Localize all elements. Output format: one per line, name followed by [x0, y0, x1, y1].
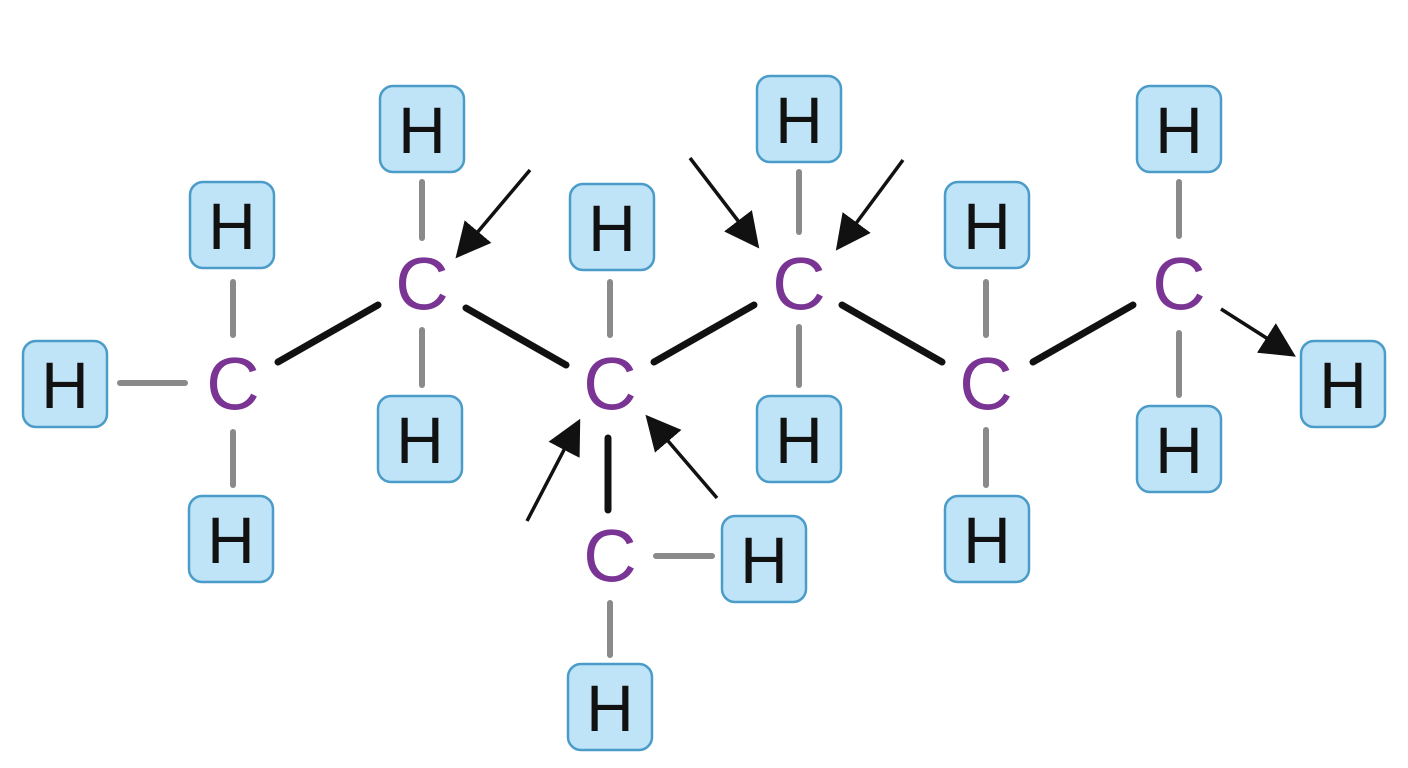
bond-c1-c2	[274, 301, 382, 366]
svg-text:H: H	[775, 83, 823, 157]
arrow-to-c3-right	[645, 414, 719, 500]
svg-text:H: H	[963, 503, 1011, 577]
arrow-to-c3-left	[525, 418, 581, 522]
hydrogen-atom: H	[1299, 339, 1387, 429]
arrow-to-c4-left	[688, 156, 760, 249]
svg-text:H: H	[398, 93, 446, 167]
bond-c4-c5	[838, 301, 946, 366]
hydrogen-bonds	[117, 169, 1182, 658]
svg-text:H: H	[208, 189, 256, 263]
carbon-atom: C	[206, 343, 259, 426]
hydrogen-atom: H	[187, 494, 275, 584]
carbon-atom: C	[395, 243, 448, 326]
svg-text:H: H	[396, 403, 444, 477]
arrow-to-c2	[455, 168, 532, 259]
arrow-to-h16	[1220, 307, 1296, 357]
svg-text:H: H	[207, 503, 255, 577]
hydrogen-atom: H	[1135, 84, 1223, 174]
carbon-atom: C	[959, 343, 1012, 426]
svg-text:H: H	[588, 191, 636, 265]
carbon-atoms: C C C C C C C	[206, 243, 1205, 598]
svg-text:H: H	[1155, 413, 1203, 487]
hydrogen-atom: H	[566, 662, 654, 752]
carbon-atom: C	[583, 343, 636, 426]
svg-text:H: H	[1319, 348, 1367, 422]
svg-text:H: H	[963, 189, 1011, 263]
carbon-bonds	[274, 301, 1137, 514]
bond-c5-c6	[1029, 301, 1137, 366]
arrows	[455, 156, 1296, 522]
carbon-atom: C	[772, 243, 825, 326]
hydrogen-atom: H	[720, 514, 808, 604]
hydrogen-atom: H	[378, 84, 466, 174]
svg-text:H: H	[1155, 93, 1203, 167]
carbon-atom: C	[1152, 243, 1205, 326]
svg-text:H: H	[586, 671, 634, 745]
bond-c3-c4	[650, 301, 758, 366]
hydrogen-atom: H	[943, 494, 1031, 584]
hydrogen-atom: H	[755, 74, 843, 164]
hydrogen-atoms: H H H H H H H H	[21, 74, 1387, 752]
hydrogen-atom: H	[568, 182, 656, 272]
carbon-atom: C	[583, 515, 636, 598]
hydrogen-atom: H	[1135, 404, 1223, 494]
svg-text:H: H	[740, 523, 788, 597]
hydrogen-atom: H	[943, 180, 1031, 270]
hydrogen-atom: H	[755, 394, 843, 484]
hydrogen-atom: H	[188, 180, 276, 270]
svg-text:H: H	[775, 403, 823, 477]
bond-c2-c3	[462, 304, 570, 369]
svg-text:H: H	[41, 348, 89, 422]
hydrogen-atom: H	[376, 394, 464, 484]
arrow-to-c4-right	[835, 158, 905, 251]
hydrogen-atom: H	[21, 339, 109, 429]
